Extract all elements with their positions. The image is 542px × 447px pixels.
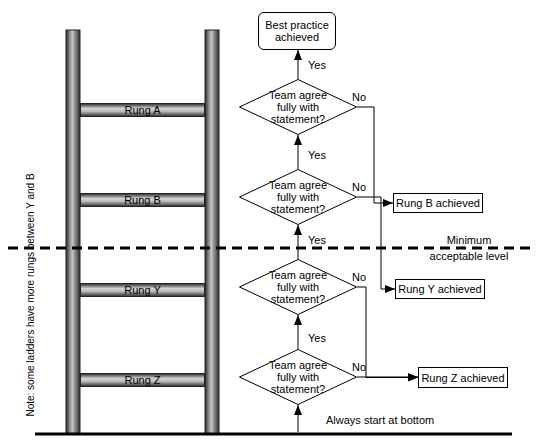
result-box: Rung B achieved xyxy=(393,193,483,213)
node-content: Rung Z xyxy=(81,374,204,386)
node-text: Rung Z achieved xyxy=(421,372,504,384)
result-box: Rung Y achieved xyxy=(395,279,485,299)
rung-label: Rung A xyxy=(124,104,160,116)
edge-label: Yes xyxy=(308,59,326,72)
flow-connector xyxy=(357,287,418,378)
node-content: Team agree fully with statement? xyxy=(239,349,357,405)
edge-label: Yes xyxy=(308,149,326,162)
node-content: Team agree fully with statement? xyxy=(239,169,357,225)
flow-connector xyxy=(298,315,299,349)
ladder-rail xyxy=(66,30,80,434)
node-content: Rung Y xyxy=(81,284,204,296)
node-text: Rung B achieved xyxy=(396,197,480,209)
node-content: Team agree fully with statement? xyxy=(239,79,357,135)
edge-label: No xyxy=(352,271,366,284)
diamond-shape xyxy=(240,170,357,225)
node-text: Team agree fully with statement? xyxy=(261,359,335,395)
edge-label: Yes xyxy=(308,332,326,345)
node-content: Rung B xyxy=(81,194,204,206)
node-text: Team agree fully with statement? xyxy=(261,179,335,215)
flow-connector xyxy=(357,377,418,378)
node-content: Rung Y achieved xyxy=(396,280,484,298)
decision-diamond: Team agree fully with statement? xyxy=(239,169,357,225)
decision-diamond: Team agree fully with statement? xyxy=(239,259,357,315)
minimum-level-line xyxy=(8,247,532,250)
annotation-text: Minimum acceptable level xyxy=(424,232,514,264)
node-content: Rung Z achieved xyxy=(419,368,507,387)
ladder-rung: Rung A xyxy=(80,103,205,117)
decision-diamond: Team agree fully with statement? xyxy=(239,79,357,135)
diamond-shape xyxy=(240,260,357,315)
result-box: Rung Z achieved xyxy=(418,367,508,388)
ladder-rung: Rung Z xyxy=(80,373,205,387)
node-text: Team agree fully with statement? xyxy=(261,269,335,305)
ladder-rail xyxy=(205,30,219,434)
diamond-shape xyxy=(240,80,357,135)
edge-label: No xyxy=(352,361,366,374)
diamond-shape xyxy=(240,350,357,405)
ladder-rung: Rung Y xyxy=(80,283,205,297)
rung-label: Rung Z xyxy=(124,374,160,386)
start-arrow xyxy=(298,405,299,432)
ladder-rung: Rung B xyxy=(80,193,205,207)
rung-label: Rung Y xyxy=(124,284,161,296)
node-text: Team agree fully with statement? xyxy=(261,89,335,125)
edge-label: No xyxy=(352,91,366,104)
decision-diamond: Team agree fully with statement? xyxy=(239,349,357,405)
node-content: Rung B achieved xyxy=(394,194,482,212)
flow-connector xyxy=(298,225,299,259)
flow-connector xyxy=(298,135,299,169)
node-text: Rung Y achieved xyxy=(398,283,481,295)
ground-line xyxy=(35,433,512,436)
node-text: Best practice achieved xyxy=(261,19,333,43)
edge-label: Yes xyxy=(308,234,326,247)
node-content: Team agree fully with statement? xyxy=(239,259,357,315)
node-content: Rung A xyxy=(81,104,204,116)
terminal-box: Best practice achieved xyxy=(258,12,336,50)
edge-label: No xyxy=(352,181,366,194)
annotation-text: Always start at bottom xyxy=(326,414,466,427)
flow-connector xyxy=(298,50,299,79)
side-note: Note: some ladders have more rungs betwe… xyxy=(24,160,38,430)
node-content: Best practice achieved xyxy=(259,13,335,49)
rung-label: Rung B xyxy=(124,194,161,206)
